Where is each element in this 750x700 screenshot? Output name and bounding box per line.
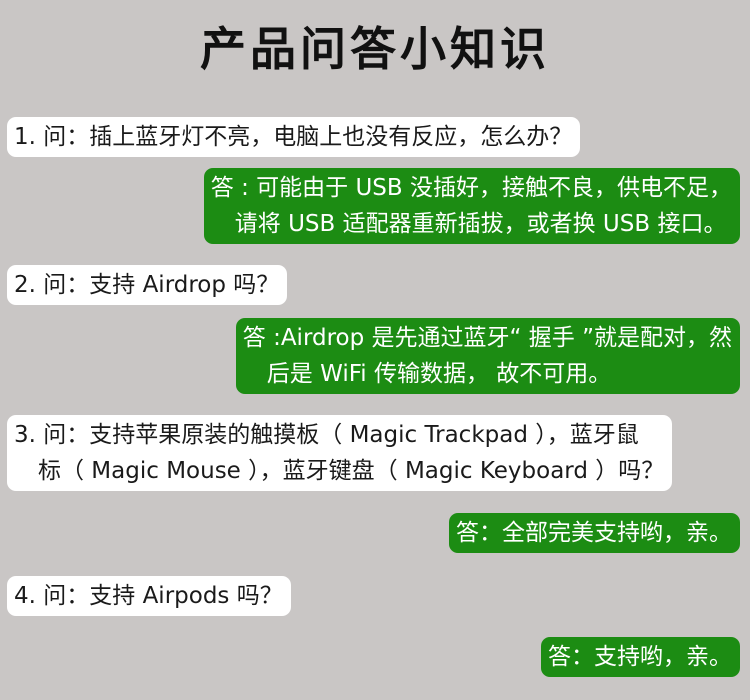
question-bubble-4: 4. 问：支持 Airpods 吗？ [7, 576, 291, 616]
answer-1-line-2: 请将 USB 适配器重新插拔，或者换 USB 接口。 [234, 211, 727, 237]
answer-bubble-4: 答：支持哟，亲。 [541, 637, 740, 677]
page-title: 产品问答小知识 [200, 22, 550, 76]
answer-bubble-1: 答 : 可能由于 USB 没插好，接触不良，供电不足， 请将 USB 适配器重新… [203, 168, 740, 244]
question-bubble-1: 1. 问：插上蓝牙灯不亮，电脑上也没有反应，怎么办？ [7, 117, 581, 157]
question-bubble-3: 3. 问：支持苹果原装的触摸板（ Magic Trackpad ），蓝牙鼠 标（… [7, 415, 673, 491]
question-2-line-1: 2. 问：支持 Airdrop 吗？ [14, 272, 280, 298]
question-4-line-1: 4. 问：支持 Airpods 吗？ [14, 583, 283, 609]
question-bubble-2: 2. 问：支持 Airdrop 吗？ [7, 265, 288, 305]
answer-2-line-1: 答 :Airdrop 是先通过蓝牙“ 握手 ”就是配对，然 [242, 325, 732, 351]
answer-3-line-1: 答：全部完美支持哟，亲。 [456, 520, 732, 546]
answer-1-line-1: 答 : 可能由于 USB 没插好，接触不良，供电不足， [210, 175, 732, 201]
question-1-line-1: 1. 问：插上蓝牙灯不亮，电脑上也没有反应，怎么办？ [14, 124, 573, 150]
question-3-line-1: 3. 问：支持苹果原装的触摸板（ Magic Trackpad ），蓝牙鼠 [14, 422, 639, 448]
answer-bubble-2: 答 :Airdrop 是先通过蓝牙“ 握手 ”就是配对，然 后是 WiFi 传输… [235, 318, 740, 394]
question-3-line-2: 标（ Magic Mouse ），蓝牙键盘（ Magic Keyboard ）吗… [38, 458, 665, 484]
answer-2-line-2: 后是 WiFi 传输数据， 故不可用。 [266, 361, 612, 387]
answer-bubble-3: 答：全部完美支持哟，亲。 [449, 513, 740, 553]
answer-4-line-1: 答：支持哟，亲。 [548, 644, 732, 670]
